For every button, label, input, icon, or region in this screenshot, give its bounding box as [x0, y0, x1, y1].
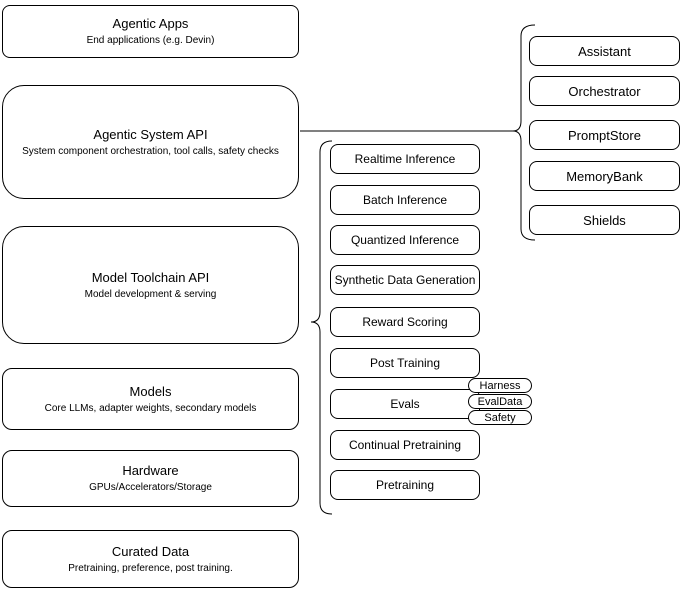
- node-label: Shields: [583, 212, 626, 228]
- node-title: Hardware: [122, 463, 179, 478]
- node-model-toolchain-api: Model Toolchain API Model development & …: [2, 226, 299, 344]
- node-title: Curated Data: [111, 543, 190, 559]
- node-label: Realtime Inference: [354, 152, 456, 166]
- node-label: Reward Scoring: [362, 315, 448, 329]
- node-shields: Shields: [529, 205, 680, 235]
- node-agentic-apps: Agentic Apps End applications (e.g. Devi…: [2, 5, 299, 58]
- node-orchestrator: Orchestrator: [529, 76, 680, 106]
- node-label: Safety: [484, 411, 516, 424]
- node-label: Orchestrator: [568, 83, 641, 99]
- node-label: Evals: [390, 397, 420, 411]
- node-memorybank: MemoryBank: [529, 161, 680, 191]
- node-label: EvalData: [477, 395, 523, 408]
- node-subtitle: System component orchestration, tool cal…: [22, 145, 279, 157]
- node-label: PromptStore: [568, 127, 641, 143]
- node-subtitle: GPUs/Accelerators/Storage: [89, 482, 212, 493]
- node-label: Batch Inference: [362, 193, 448, 207]
- node-eval-safety: Safety: [468, 410, 532, 425]
- node-subtitle: End applications (e.g. Devin): [86, 35, 215, 46]
- node-subtitle: Core LLMs, adapter weights, secondary mo…: [44, 402, 257, 414]
- node-assistant: Assistant: [529, 36, 680, 66]
- node-title: Models: [129, 383, 172, 399]
- node-batch-inference: Batch Inference: [330, 185, 480, 215]
- node-label: Continual Pretraining: [348, 438, 462, 452]
- node-label: Harness: [479, 379, 521, 392]
- node-eval-harness: Harness: [468, 378, 532, 393]
- node-label: Assistant: [578, 43, 631, 59]
- node-subtitle: Model development & serving: [84, 288, 217, 300]
- node-promptstore: PromptStore: [529, 120, 680, 150]
- node-hardware: Hardware GPUs/Accelerators/Storage: [2, 450, 299, 507]
- node-realtime-inference: Realtime Inference: [330, 144, 480, 174]
- node-title: Agentic Apps: [112, 16, 189, 31]
- node-subtitle: Pretraining, preference, post training.: [68, 562, 233, 574]
- node-curated-data: Curated Data Pretraining, preference, po…: [2, 530, 299, 588]
- node-agentic-system-api: Agentic System API System component orch…: [2, 85, 299, 199]
- node-continual-pretraining: Continual Pretraining: [330, 430, 480, 460]
- node-synthetic-data-generation: Synthetic Data Generation: [330, 265, 480, 295]
- node-label: Pretraining: [375, 478, 435, 492]
- node-models: Models Core LLMs, adapter weights, secon…: [2, 368, 299, 430]
- node-label: Post Training: [369, 356, 441, 370]
- node-label: Quantized Inference: [350, 233, 460, 247]
- node-label: Synthetic Data Generation: [334, 273, 476, 287]
- node-eval-evaldata: EvalData: [468, 394, 532, 409]
- node-pretraining: Pretraining: [330, 470, 480, 500]
- brace-toolchain: [310, 140, 333, 515]
- node-title: Model Toolchain API: [91, 269, 210, 285]
- node-post-training: Post Training: [330, 348, 480, 378]
- node-quantized-inference: Quantized Inference: [330, 225, 480, 255]
- node-reward-scoring: Reward Scoring: [330, 307, 480, 337]
- node-evals: Evals: [330, 389, 480, 419]
- node-title: Agentic System API: [93, 126, 208, 142]
- node-label: MemoryBank: [566, 168, 643, 184]
